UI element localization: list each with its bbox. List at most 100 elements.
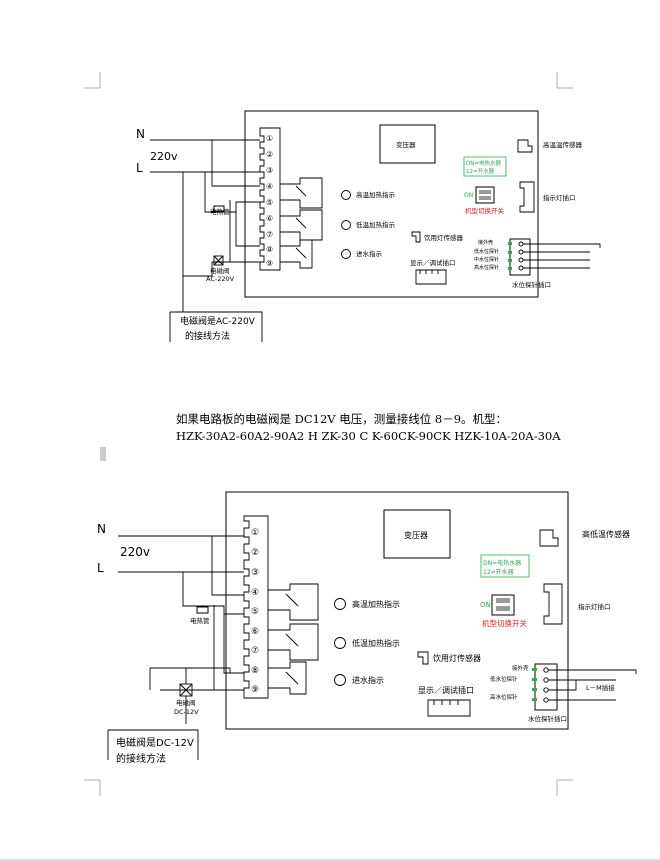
wiring-diagram-dc: ① ② ③ ④ ⑤ ⑥ ⑦ ⑧ ⑨ 变压器 高低温传感器 指示灯插口 DN=电热… <box>97 491 637 765</box>
terminal-5: ⑤ <box>266 198 273 207</box>
terminal-2-7: ⑦ <box>251 646 259 656</box>
caption-line-1: 如果电路板的电磁阀是 DC12V 电压，测量接线位 8－9。机型： <box>176 412 507 426</box>
probe-label-2-1: 接外壳 <box>512 664 529 672</box>
drink-light-sensor-label: 饮用灯传感器 <box>424 233 464 242</box>
valve-label-2: 电磁阀 <box>176 698 196 707</box>
terminal-labels: ① ② ③ ④ ⑤ ⑥ ⑦ ⑧ ⑨ <box>266 134 273 268</box>
heater-element-2 <box>196 606 209 614</box>
dip-switch-2-lever-1 <box>496 598 510 603</box>
heater-label-2: 电热管 <box>190 616 210 625</box>
terminal-4: ④ <box>266 182 273 191</box>
probe-pins-2 <box>532 668 537 701</box>
switch-legend-box-2 <box>480 554 530 578</box>
temp-sensor-connector-2 <box>539 529 559 547</box>
wiring-diagram-ac: ① ② ③ ④ ⑤ ⑥ ⑦ ⑧ ⑨ 变压器 高温温传感器 指示灯插口 <box>136 110 601 342</box>
probe-socket-label-2: 水位探针插口 <box>528 714 567 723</box>
note-frame <box>169 311 263 342</box>
probe-label-3: 中水位探针 <box>474 256 499 263</box>
display-socket-label-2: 显示／调试插口 <box>418 685 474 695</box>
switch-option-1: DN=电热水器 <box>466 159 501 167</box>
probe-socket <box>509 238 531 276</box>
terminal-3: ③ <box>266 166 273 175</box>
low-heat-label-2: 低温加热指示 <box>352 638 400 648</box>
probe-wires <box>518 241 601 271</box>
terminal-2-2: ② <box>251 548 259 558</box>
display-socket <box>415 269 447 285</box>
terminal-1: ① <box>266 134 273 143</box>
supply-l-label-2: L <box>97 561 104 575</box>
terminal-2-5: ⑤ <box>251 607 259 617</box>
probe-label-4: 高水位探针 <box>474 264 499 271</box>
terminal-block-2 <box>243 515 269 699</box>
water-in-indicator <box>341 249 351 259</box>
note-frame-2 <box>107 729 199 760</box>
drink-light-sensor-connector-2 <box>417 651 429 665</box>
supply-n-label: N <box>136 127 145 141</box>
low-heat-indicator <box>341 220 351 230</box>
terminal-6: ⑥ <box>266 214 273 223</box>
valve-symbol <box>213 255 224 266</box>
terminal-8: ⑧ <box>266 245 273 254</box>
dip-switch <box>475 186 495 204</box>
probe-ext-label-2: L－M插接 <box>586 683 615 692</box>
water-in-indicator-2 <box>334 674 346 686</box>
switch-option-2: 12=开水器 <box>466 167 495 175</box>
low-heat-label: 低温加热指示 <box>356 220 396 229</box>
indicator-socket <box>519 181 535 213</box>
margin-marker <box>100 447 106 461</box>
crop-marks <box>84 72 573 796</box>
heater-label: 电热管 <box>210 207 230 216</box>
heater-element <box>213 205 225 212</box>
external-wires-2 <box>118 535 244 724</box>
high-heat-label: 高温加热指示 <box>356 190 396 199</box>
switch-on-label: ON <box>464 192 473 199</box>
display-socket-2 <box>427 699 471 717</box>
probe-socket-2 <box>534 663 558 711</box>
probe-label-2-3: 高水位探针 <box>490 693 518 701</box>
probe-label-2-2: 低水位探针 <box>490 675 518 683</box>
dip-switch-2-lever-2 <box>496 606 510 611</box>
valve-label: 电磁阀 <box>210 266 230 275</box>
low-heat-indicator-2 <box>334 637 346 649</box>
probe-socket-label: 水位探针插口 <box>512 280 551 289</box>
high-heat-indicator <box>341 190 351 200</box>
high-temp-sensor-label: 高温温传感器 <box>543 140 583 149</box>
terminal-2-9: ⑨ <box>251 685 259 695</box>
terminal-9: ⑨ <box>266 259 273 268</box>
transformer-2 <box>383 509 451 559</box>
transformer-label: 变压器 <box>396 140 416 149</box>
terminal-labels-2: ① ② ③ ④ ⑤ ⑥ ⑦ ⑧ ⑨ <box>251 528 259 695</box>
drink-light-sensor-label-2: 饮用灯传感器 <box>433 653 481 663</box>
supply-n-label-2: N <box>97 522 106 536</box>
indicator-socket-label-2: 指示灯插口 <box>578 602 611 611</box>
note-line-2-2: 的接线方法 <box>116 752 166 765</box>
valve-voltage-label: AC-220V <box>206 275 235 283</box>
dip-switch-lever-1 <box>479 190 491 194</box>
high-heat-label-2: 高温加热指示 <box>352 599 400 609</box>
indicator-socket-2 <box>543 583 563 625</box>
relays-2 <box>268 583 319 695</box>
note-line-2: 的接线方法 <box>185 330 230 342</box>
terminal-7: ⑦ <box>266 230 273 239</box>
supply-l-label: L <box>136 161 143 175</box>
temp-sensor-connector <box>517 139 533 153</box>
valve-voltage-label-2: DC-12V <box>174 708 199 716</box>
transformer <box>379 124 436 164</box>
dip-switch-lever-2 <box>479 196 491 200</box>
terminal-2-6: ⑥ <box>251 627 259 637</box>
probe-pins <box>508 242 512 270</box>
external-wires <box>150 139 260 312</box>
relays <box>280 177 323 269</box>
probe-label-1: 接外壳 <box>478 239 493 246</box>
indicator-socket-label: 指示灯插口 <box>543 193 576 202</box>
high-temp-sensor-label-2: 高低温传感器 <box>582 529 630 539</box>
transformer-label-2: 变压器 <box>404 530 428 540</box>
switch-option-2-2: 12=开水器 <box>483 568 514 576</box>
water-in-label: 进水指示 <box>356 249 383 258</box>
terminal-2-1: ① <box>251 528 259 538</box>
note-line-2-1: 电磁阀是DC-12V <box>116 736 194 749</box>
terminal-2: ② <box>266 150 273 159</box>
terminal-2-3: ③ <box>251 568 259 578</box>
valve-symbol-2 <box>179 683 193 697</box>
